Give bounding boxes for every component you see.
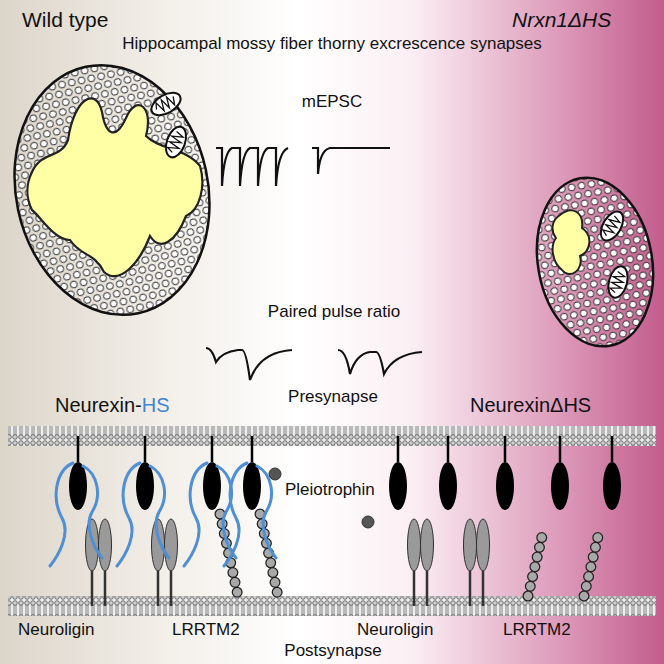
mepsc-traces xyxy=(216,148,390,186)
compartment-label: Postsynapse xyxy=(284,641,381,661)
protein-label: LRRTM2 xyxy=(172,620,240,640)
protein-label: Pleiotrophin xyxy=(285,480,375,500)
wild-type-complexes xyxy=(50,436,281,606)
mutant-complexes xyxy=(362,436,621,606)
spine-excrescence-small xyxy=(553,210,590,274)
trace-label: mEPSC xyxy=(302,92,362,112)
condition-label: Wild type xyxy=(22,8,108,32)
title: Hippocampal mossy fiber thorny excrescen… xyxy=(122,34,542,54)
spine-excrescence xyxy=(28,98,203,276)
protein-label: Neuroligin xyxy=(357,620,434,640)
protein-label: Neurexin-HS xyxy=(55,394,170,417)
mutant-bouton xyxy=(524,168,664,355)
compartment-label: Presynapse xyxy=(288,387,378,407)
wild-type-bouton xyxy=(0,47,232,333)
ppr-traces xyxy=(206,348,422,380)
condition-label: Nrxn1ΔHS xyxy=(512,8,611,32)
protein-label: NeurexinΔHS xyxy=(470,394,591,417)
trace-label: Paired pulse ratio xyxy=(268,302,400,322)
protein-label: Neuroligin xyxy=(18,620,95,640)
protein-label: LRRTM2 xyxy=(503,620,571,640)
